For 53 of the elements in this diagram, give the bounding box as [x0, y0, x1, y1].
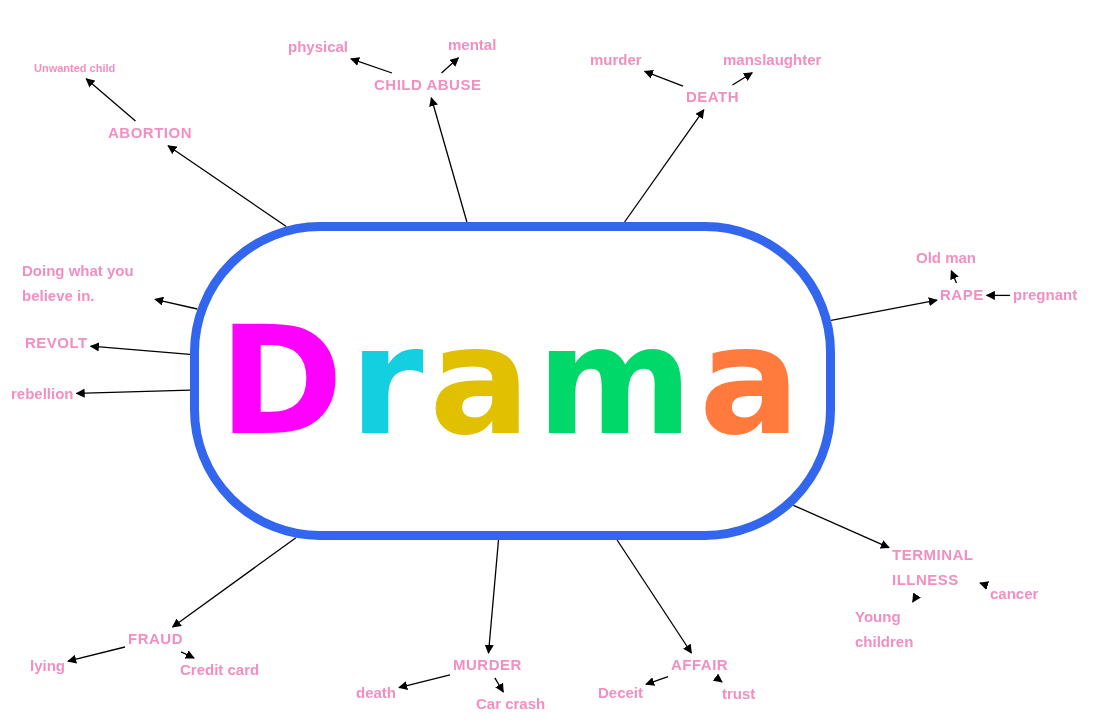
arrow [494, 677, 504, 693]
topic-label: manslaughter [723, 51, 822, 70]
arrow [167, 145, 287, 228]
arrow [180, 650, 195, 659]
arrow [731, 72, 753, 86]
arrow [623, 109, 705, 223]
arrow [398, 674, 451, 690]
topic-label: ABORTION [108, 124, 192, 143]
arrow [484, 539, 500, 654]
arrow [350, 57, 393, 74]
topic-label: rebellion [11, 385, 74, 404]
topic-label: RAPE [940, 286, 984, 305]
topic-label: lying [30, 657, 65, 676]
topic-label: MURDER [453, 656, 522, 675]
arrow [429, 96, 468, 223]
arrow [985, 290, 1011, 300]
topic-label: FRAUD [128, 630, 183, 649]
topic-label: Old man [916, 249, 976, 268]
arrow [912, 592, 921, 603]
topic-label: Deceit [598, 684, 644, 703]
topic-label: Young children [855, 605, 935, 655]
topic-label: REVOLT [25, 334, 88, 353]
drawn-word: Drama [218, 306, 807, 456]
arrow [792, 504, 890, 549]
topic-label: mental [448, 36, 497, 55]
topic-label: pregnant [1013, 286, 1078, 305]
topic-label: death [356, 684, 396, 703]
topic-label: TERMINAL ILLNESS [892, 543, 977, 593]
arrow [712, 673, 723, 683]
arrow [154, 296, 198, 310]
arrow [75, 388, 191, 398]
topic-label: Unwanted child [34, 62, 116, 76]
topic-label: AFFAIR [671, 656, 729, 675]
arrow [171, 537, 297, 628]
arrow [979, 581, 990, 590]
topic-label: DEATH [686, 88, 740, 107]
topic-label: CHILD ABUSE [374, 76, 482, 95]
topic-label: cancer [990, 585, 1039, 604]
arrow [643, 70, 684, 87]
topic-label: Credit card [180, 661, 260, 680]
arrow [616, 539, 693, 654]
arrow [85, 78, 137, 122]
topic-label: physical [288, 38, 349, 57]
topic-label: trust [722, 685, 756, 704]
arrow [950, 269, 959, 284]
topic-label: Car crash [476, 695, 546, 714]
arrow [830, 297, 938, 321]
topic-label: murder [590, 51, 642, 70]
arrow [440, 57, 460, 74]
arrow [89, 342, 191, 356]
arrow [67, 646, 126, 664]
topic-label: Doing what you believe in. [22, 259, 152, 309]
arrow [645, 675, 669, 686]
